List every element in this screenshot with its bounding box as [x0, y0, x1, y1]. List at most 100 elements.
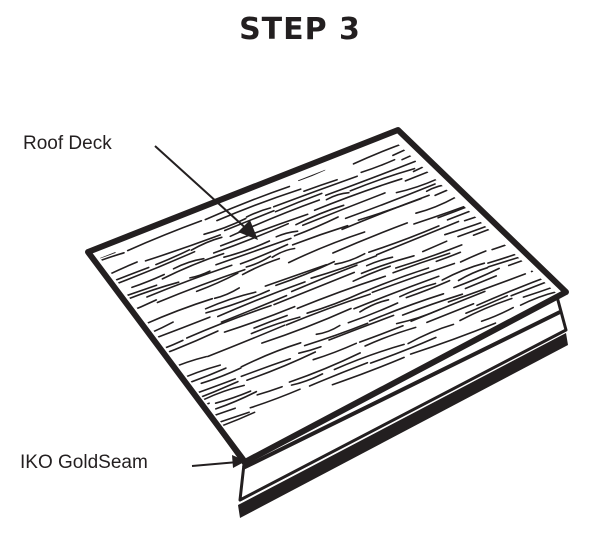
- grain-stroke: [508, 35, 528, 42]
- grain-stroke: [293, 216, 339, 237]
- grain-stroke: [413, 109, 472, 130]
- grain-stroke: [250, 316, 301, 335]
- grain-stroke: [239, 243, 289, 265]
- grain-stroke: [507, 142, 537, 152]
- grain-stroke: [504, 151, 554, 170]
- grain-stroke: [358, 325, 404, 343]
- grain-stroke: [278, 119, 326, 137]
- grain-stroke: [100, 184, 184, 221]
- grain-stroke: [100, 409, 132, 438]
- grain-stroke: [341, 194, 430, 231]
- grain-stroke: [256, 385, 283, 396]
- grain-stroke: [145, 111, 184, 125]
- grain-stroke: [186, 304, 272, 339]
- grain-stroke: [194, 142, 259, 165]
- grain-stroke: [231, 77, 285, 98]
- grain-stroke: [524, 21, 600, 52]
- grain-stroke: [454, 40, 482, 51]
- grain-stroke: [399, 282, 437, 298]
- grain-stroke: [100, 172, 101, 187]
- grain-stroke: [368, 293, 445, 322]
- grain-stroke: [100, 181, 137, 204]
- grain-stroke: [519, 290, 556, 306]
- grain-stroke: [565, 203, 600, 232]
- grain-stroke: [523, 0, 568, 12]
- grain-stroke: [308, 361, 369, 387]
- grain-stroke: [363, 267, 430, 293]
- grain-stroke: [100, 327, 135, 350]
- grain-stroke: [254, 108, 332, 136]
- grain-stroke: [494, 89, 583, 123]
- grain-stroke: [413, 25, 483, 53]
- grain-stroke: [158, 115, 213, 134]
- grain-stroke: [352, 265, 391, 282]
- grain-stroke: [459, 297, 513, 322]
- grain-stroke: [241, 117, 261, 122]
- grain-stroke: [264, 263, 328, 287]
- goldseam-arrow: [191, 455, 246, 468]
- grain-stroke: [411, 92, 488, 120]
- grain-stroke: [298, 345, 322, 354]
- grain-stroke: [220, 294, 288, 323]
- grain-stroke: [100, 142, 141, 148]
- grain-stroke: [204, 291, 257, 310]
- grain-stroke: [136, 160, 165, 174]
- grain-stroke: [155, 316, 211, 339]
- grain-stroke: [302, 192, 386, 227]
- grain-stroke: [100, 433, 155, 455]
- grain-stroke: [353, 275, 440, 310]
- goldseam-line: [242, 310, 561, 470]
- grain-stroke: [375, 220, 460, 256]
- grain-stroke: [453, 160, 545, 195]
- grain-stroke: [407, 323, 455, 345]
- goldseam-label: IKO GoldSeam: [20, 452, 148, 473]
- grain-stroke: [558, 171, 600, 187]
- grain-stroke: [131, 273, 165, 289]
- grain-stroke: [456, 6, 520, 28]
- grain-stroke: [350, 111, 417, 134]
- grain-stroke: [100, 412, 157, 448]
- grain-stroke: [471, 102, 535, 127]
- grain-stroke: [454, 11, 539, 44]
- grain-stroke: [278, 142, 321, 145]
- grain-stroke: [364, 326, 417, 347]
- grain-stroke: [536, 19, 592, 39]
- grain-stroke: [426, 303, 475, 324]
- grain-stroke: [240, 358, 292, 378]
- grain-stroke: [332, 222, 409, 254]
- grain-stroke: [435, 251, 462, 263]
- grain-stroke: [112, 332, 141, 344]
- grain-stroke: [241, 257, 281, 276]
- grain-stroke: [278, 142, 319, 157]
- grain-stroke: [100, 252, 125, 278]
- grain-stroke: [100, 369, 133, 396]
- grain-stroke: [100, 442, 153, 455]
- grain-stroke: [516, 177, 551, 195]
- grain-stroke: [459, 250, 487, 263]
- grain-stroke: [271, 247, 296, 259]
- grain-stroke: [344, 183, 436, 220]
- grain-stroke: [486, 155, 523, 172]
- grain-stroke: [365, 256, 394, 267]
- grain-stroke: [418, 142, 482, 159]
- grain-stroke: [384, 64, 472, 96]
- grain-stroke: [195, 272, 239, 293]
- grain-stroke: [260, 77, 316, 101]
- grain-stroke: [366, 22, 406, 35]
- grain-stroke: [577, 49, 600, 68]
- grain-stroke: [223, 240, 271, 258]
- grain-stroke: [476, 269, 556, 307]
- grain-stroke: [280, 49, 339, 72]
- grain-stroke: [100, 158, 120, 176]
- grain-stroke: [296, 275, 387, 310]
- grain-stroke: [195, 99, 255, 123]
- grain-stroke: [334, 80, 415, 110]
- grain-stroke: [245, 255, 272, 268]
- grain-stroke: [487, 256, 519, 268]
- grain-stroke: [533, 62, 579, 79]
- grain-stroke: [64, 220, 93, 229]
- grain-stroke: [502, 84, 536, 96]
- grain-stroke: [100, 439, 109, 452]
- grain-stroke: [568, 158, 600, 190]
- grain-stroke: [550, 154, 556, 185]
